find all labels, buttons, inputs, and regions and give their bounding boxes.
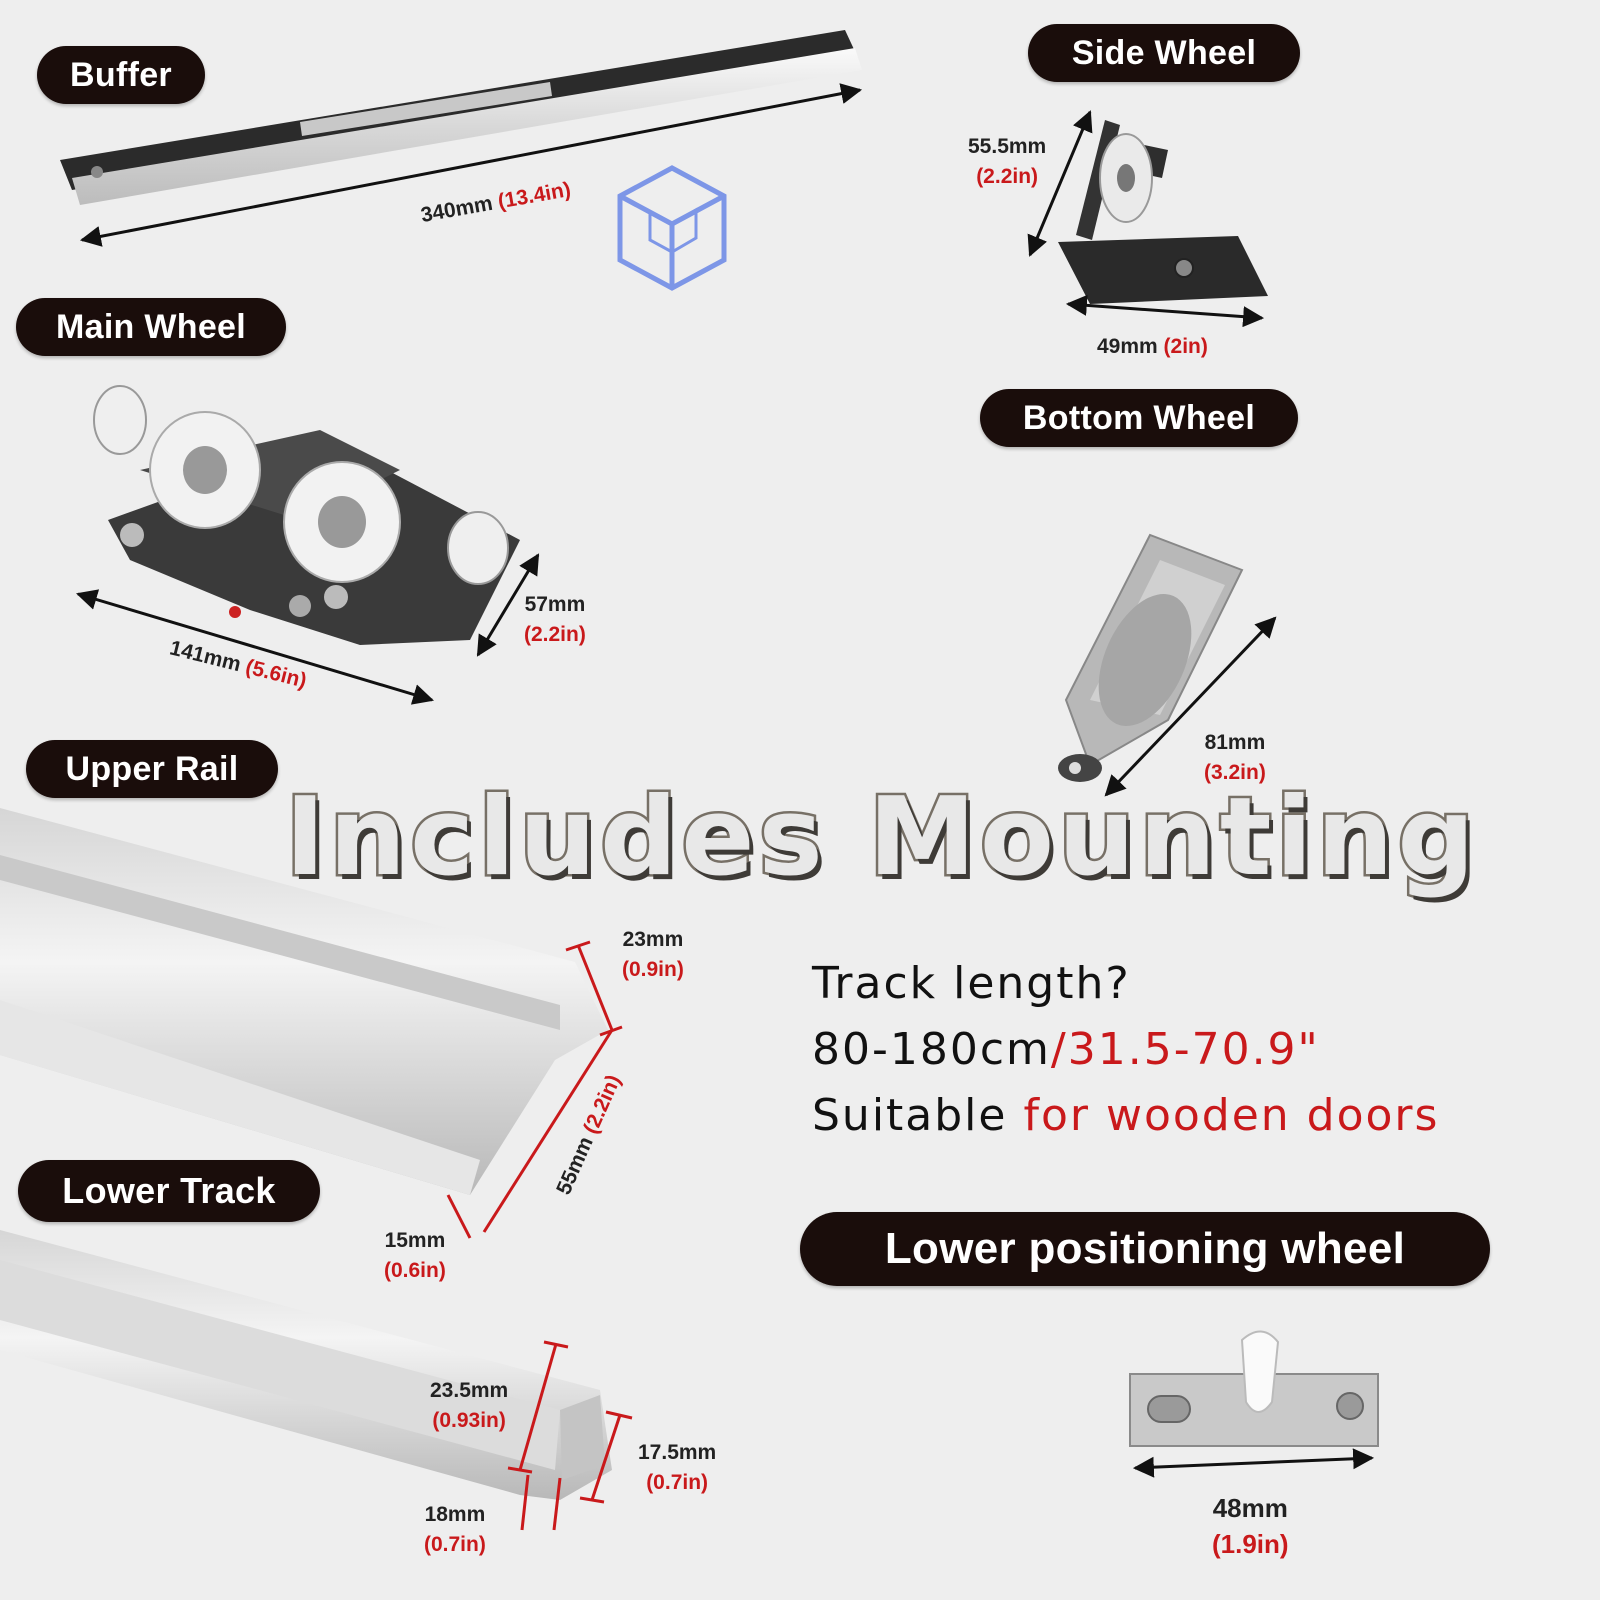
watermark-cube-logo <box>617 165 727 291</box>
main-wheel-image <box>93 385 520 645</box>
lower-track-dimension-lines <box>507 1340 633 1531</box>
upper-rail-label: Upper Rail <box>26 740 278 798</box>
bottom-length-dimension: 81mm (3.2in) <box>1204 731 1266 784</box>
spec-track-length-question: Track length? <box>812 958 1131 1009</box>
lower-height-dimension: 23.5mm (0.93in) <box>430 1379 509 1432</box>
upper-rail-image <box>0 808 608 1195</box>
bottom-wheel-label: Bottom Wheel <box>980 389 1298 447</box>
upper-bottom-dimension: 15mm (0.6in) <box>384 1229 446 1282</box>
lower-width-dimension: 18mm (0.7in) <box>424 1503 486 1556</box>
side-height-dimension: 55.5mm (2.2in) <box>968 135 1047 188</box>
lower-inner-dimension: 17.5mm (0.7in) <box>638 1441 717 1494</box>
lower-positioning-wheel-label: Lower positioning wheel <box>800 1212 1490 1286</box>
spec-track-length-value: 80-180cm/31.5-70.9" <box>812 1024 1320 1075</box>
side-width-arrow <box>1065 294 1265 328</box>
upper-rail-dimension-lines <box>446 940 623 1239</box>
upper-top-dimension: 23mm (0.9in) <box>622 928 684 981</box>
side-height-arrow <box>1027 110 1093 257</box>
positioning-length-dimension: 48mm (1.9in) <box>1212 1493 1289 1559</box>
main-length-arrow <box>75 589 435 705</box>
side-wheel-label: Side Wheel <box>1028 24 1300 82</box>
lower-track-label: Lower Track <box>18 1160 320 1222</box>
side-width-dimension: 49mm (2in) <box>1097 335 1208 358</box>
buffer-label: Buffer <box>37 46 205 104</box>
buffer-dimension-arrow <box>79 83 863 247</box>
spec-suitable-for: Suitable for wooden doors <box>812 1090 1440 1141</box>
main-width-arrow <box>476 553 540 657</box>
main-width-dimension: 57mm (2.2in) <box>524 593 586 646</box>
headline: Includes Mounting <box>283 773 1479 903</box>
lower-track-image <box>0 1230 612 1500</box>
bottom-length-arrow <box>1104 616 1277 797</box>
positioning-length-arrow <box>1132 1448 1375 1478</box>
side-wheel-image <box>1058 120 1268 304</box>
main-wheel-label: Main Wheel <box>16 298 286 356</box>
positioning-wheel-image <box>1129 1330 1379 1447</box>
